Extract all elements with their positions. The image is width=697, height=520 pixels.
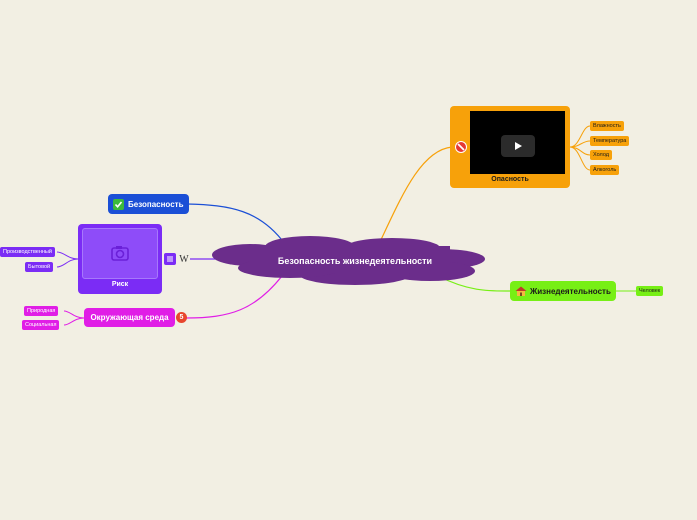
leaf-alkogol[interactable]: Алкоголь: [590, 165, 619, 175]
topic-danger-label: Опасность: [450, 176, 570, 183]
number-5-icon: 5: [176, 312, 187, 323]
topic-life[interactable]: Жизнедеятельность: [510, 281, 616, 301]
leaf-prirodnaya[interactable]: Природная: [24, 306, 58, 316]
leaf-bytovoi[interactable]: Бытовой: [25, 262, 53, 272]
link-env-leaf-1: [64, 311, 84, 318]
topic-safety[interactable]: Безопасность: [108, 194, 189, 214]
leaf-proizvodstvennyi[interactable]: Производственный: [0, 247, 55, 257]
topic-environment[interactable]: Окружающая среда: [84, 308, 175, 327]
link-environment: [186, 276, 282, 318]
wikipedia-icon[interactable]: W: [178, 253, 190, 265]
topic-life-label: Жизнедеятельность: [530, 287, 611, 296]
topic-risk[interactable]: Риск: [78, 224, 162, 294]
video-thumbnail[interactable]: [470, 111, 565, 174]
video-play-icon[interactable]: [501, 135, 535, 157]
topic-risk-label: Риск: [78, 281, 162, 288]
check-mark-icon: [113, 199, 124, 210]
topic-environment-label: Окружающая среда: [90, 313, 168, 322]
leaf-chelovek[interactable]: Человек: [636, 286, 663, 296]
house-icon: [515, 286, 527, 296]
link-safety: [187, 204, 285, 244]
topic-safety-label: Безопасность: [128, 200, 184, 209]
link-risk-leaf-2: [57, 259, 78, 267]
leaf-kholod[interactable]: Холод: [590, 150, 612, 160]
note-icon[interactable]: [164, 253, 176, 265]
leaf-sotsialnaya[interactable]: Социальная: [22, 320, 59, 330]
link-danger: [378, 147, 452, 246]
central-topic-label: Безопасность жизнедеятельности: [230, 256, 480, 266]
leaf-temperatura[interactable]: Температура: [590, 136, 629, 146]
link-env-leaf-2: [64, 318, 84, 325]
link-risk-leaf-1: [57, 252, 78, 259]
image-placeholder[interactable]: [82, 228, 158, 279]
leaf-vlazhnost[interactable]: Влажность: [590, 121, 624, 131]
image-placeholder-icon: [110, 244, 130, 262]
no-entry-icon: [455, 141, 467, 153]
topic-danger[interactable]: Опасность: [450, 106, 570, 188]
